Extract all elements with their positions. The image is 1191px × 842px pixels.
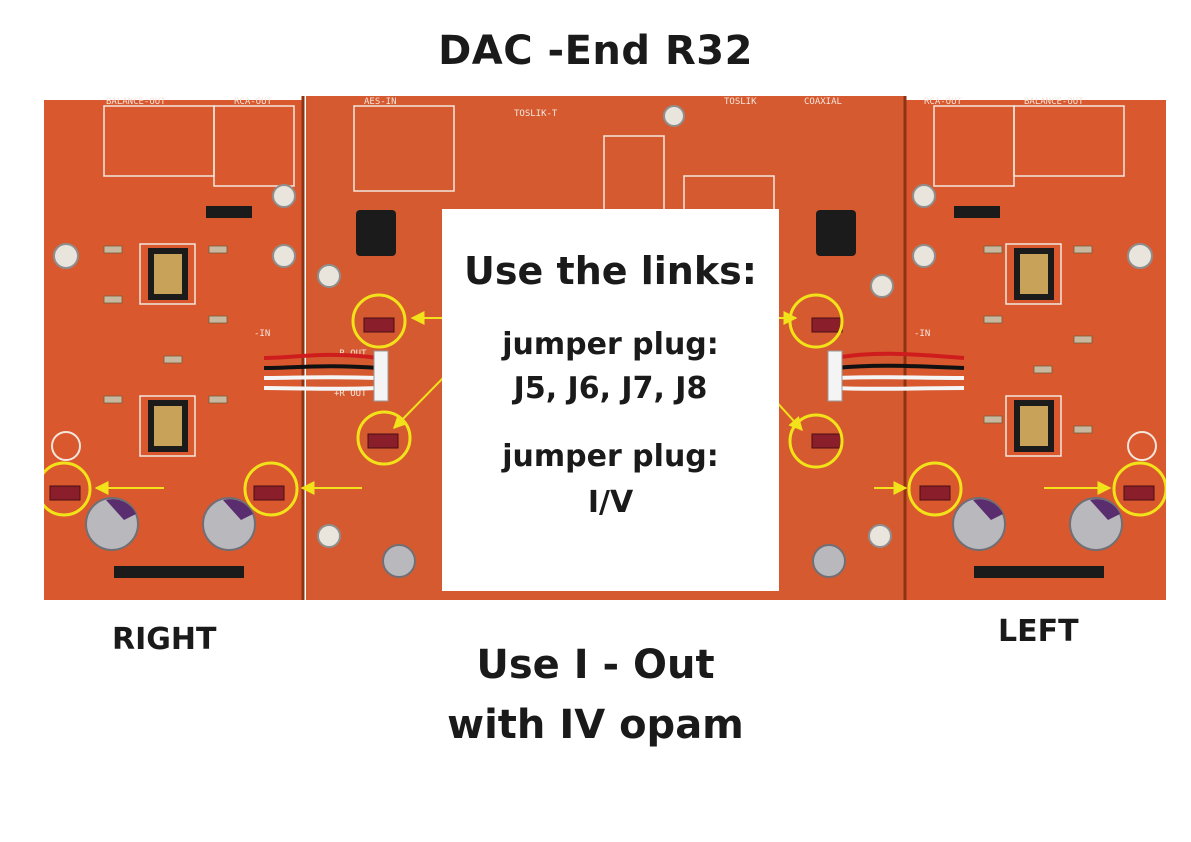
jumper-label-2: jumper plug: <box>502 439 719 474</box>
jumper-list: J5, J6, J7, J8 <box>513 371 708 406</box>
circle-j8 <box>788 413 844 469</box>
left-board <box>906 100 1166 600</box>
left-channel-label: LEFT <box>998 614 1079 649</box>
svg-text:COAXIAL: COAXIAL <box>804 97 842 107</box>
circle-iv-left-2 <box>1112 461 1166 517</box>
circle-j6 <box>356 410 412 466</box>
svg-text:TOSLIK: TOSLIK <box>724 97 757 107</box>
right-channel-label: RIGHT <box>112 622 217 657</box>
jumper-iv-left-1 <box>919 485 951 501</box>
right-board <box>44 100 302 600</box>
page-title: DAC -End R32 <box>438 28 753 74</box>
jumper-j8 <box>811 433 843 449</box>
jumper-iv-right-2 <box>253 485 285 501</box>
jumper-label-1: jumper plug: <box>502 327 719 362</box>
footer-line-2: with IV opam <box>447 702 744 748</box>
svg-text:RCA-OUT: RCA-OUT <box>924 97 963 107</box>
svg-text:BALANCE-OUT: BALANCE-OUT <box>106 97 166 107</box>
jumper-j6 <box>367 433 399 449</box>
instructions-panel: Use the links: jumper plug: J5, J6, J7, … <box>442 209 779 591</box>
jumper-iv-left-2 <box>1123 485 1155 501</box>
links-heading: Use the links: <box>464 249 757 293</box>
circle-iv-right-1 <box>44 461 92 517</box>
jumper-j5 <box>811 317 843 333</box>
svg-text:-IN: -IN <box>254 329 270 339</box>
jumper-iv-right-1 <box>49 485 81 501</box>
svg-text:RCA-OUT: RCA-OUT <box>234 97 273 107</box>
svg-text:+R OUT: +R OUT <box>334 389 367 399</box>
svg-text:BALANCE-OUT: BALANCE-OUT <box>1024 97 1084 107</box>
svg-text:TOSLIK-T: TOSLIK-T <box>514 109 558 119</box>
circle-iv-right-2 <box>243 461 299 517</box>
circle-j7 <box>351 293 407 349</box>
svg-text:-IN: -IN <box>914 329 930 339</box>
svg-text:AES-IN: AES-IN <box>364 97 397 107</box>
iv-label: I/V <box>587 485 634 520</box>
circle-iv-left-1 <box>907 461 963 517</box>
jumper-j7 <box>363 317 395 333</box>
footer-line-1: Use I - Out <box>476 642 715 688</box>
